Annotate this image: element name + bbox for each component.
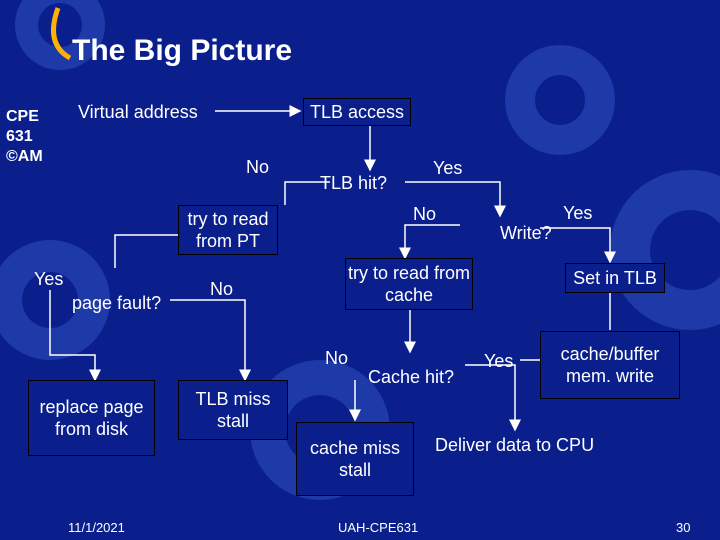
page-number: 30: [676, 520, 691, 535]
no-label: No: [413, 204, 437, 224]
course-tag: CPE 631 ©AM: [6, 107, 43, 167]
no-label: No: [246, 157, 270, 177]
no-label: No: [210, 279, 234, 299]
course-tag-line: CPE: [6, 108, 39, 125]
set-in-tlb-box: Set in TLB: [565, 263, 665, 293]
course-tag-line: 631: [6, 128, 33, 145]
accent-swoosh: [51, 7, 72, 61]
course-tag-line: ©AM: [6, 148, 43, 165]
write-decision: Write?: [500, 223, 552, 243]
cache-hit-decision: Cache hit?: [368, 367, 455, 387]
tlb-hit-decision: TLB hit?: [320, 173, 388, 193]
page-fault-decision: page fault?: [72, 293, 162, 313]
cache-miss-stall-box: cache miss stall: [296, 422, 414, 496]
virtual-address-label: Virtual address: [78, 102, 198, 122]
try-read-cache-box: try to read from cache: [345, 258, 473, 310]
no-label: No: [325, 348, 349, 368]
deliver-data-label: Deliver data to CPU: [435, 435, 595, 455]
slide-title: The Big Picture: [72, 34, 293, 67]
yes-label: Yes: [433, 158, 463, 178]
footer-course: UAH-CPE631: [338, 520, 419, 535]
replace-page-box: replace page from disk: [28, 380, 155, 456]
try-read-pt-box: try to read from PT: [178, 205, 278, 255]
yes-label: Yes: [484, 351, 514, 371]
tlb-access-box: TLB access: [303, 98, 411, 126]
footer-date: 11/1/2021: [68, 520, 125, 535]
yes-label: Yes: [34, 269, 64, 289]
yes-label: Yes: [563, 203, 593, 223]
cache-buffer-write-box: cache/buffer mem. write: [540, 331, 680, 399]
tlb-miss-stall-box: TLB miss stall: [178, 380, 288, 440]
